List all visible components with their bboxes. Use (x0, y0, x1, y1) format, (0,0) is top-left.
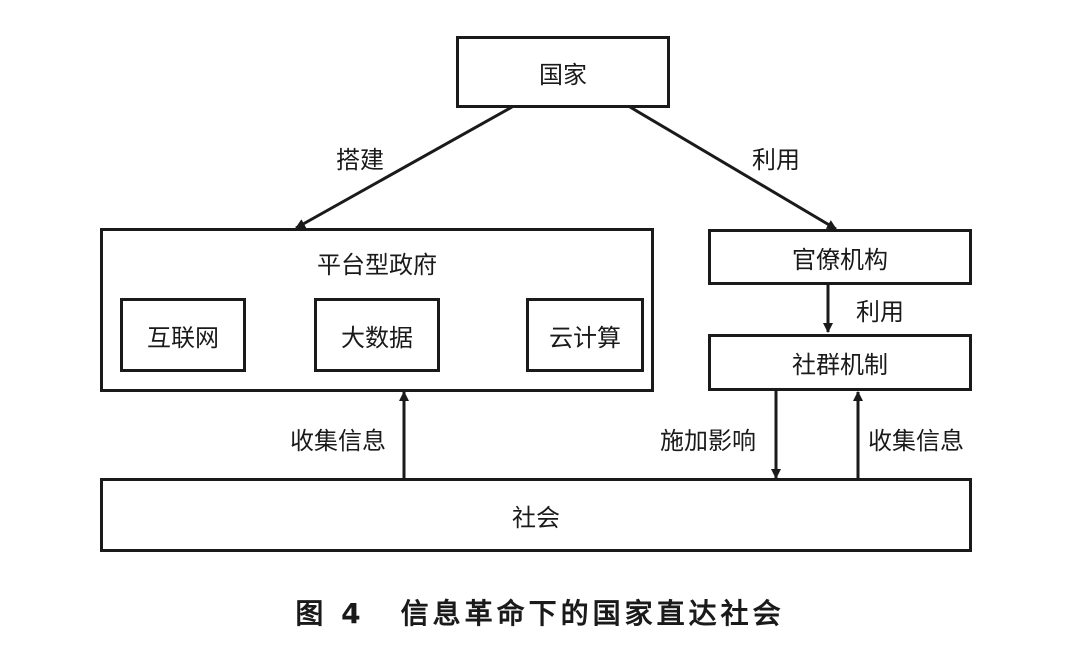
node-society: 社会 (100, 478, 972, 552)
label-collect-right: 收集信息 (868, 427, 964, 455)
edge-state-to-bureaucracy (629, 105, 837, 231)
figure-title: 信息革命下的国家直达社会 (400, 597, 785, 630)
label-build: 搭建 (336, 146, 384, 174)
node-internet: 互联网 (120, 298, 246, 372)
label-collect-left: 收集信息 (290, 427, 386, 455)
node-big-data: 大数据 (314, 298, 440, 372)
node-state: 国家 (456, 36, 670, 108)
node-bureaucracy: 官僚机构 (708, 229, 972, 285)
edge-state-to-platform (295, 105, 513, 230)
label-use-mid: 利用 (856, 298, 904, 326)
label-influence: 施加影响 (660, 427, 756, 455)
node-community-mechanism: 社群机制 (708, 334, 972, 391)
label-use-top: 利用 (752, 146, 800, 174)
figure-caption: 图 4 信息革命下的国家直达社会 (0, 592, 1080, 632)
node-cloud-computing: 云计算 (526, 298, 644, 372)
figure-number: 图 4 (295, 597, 365, 630)
